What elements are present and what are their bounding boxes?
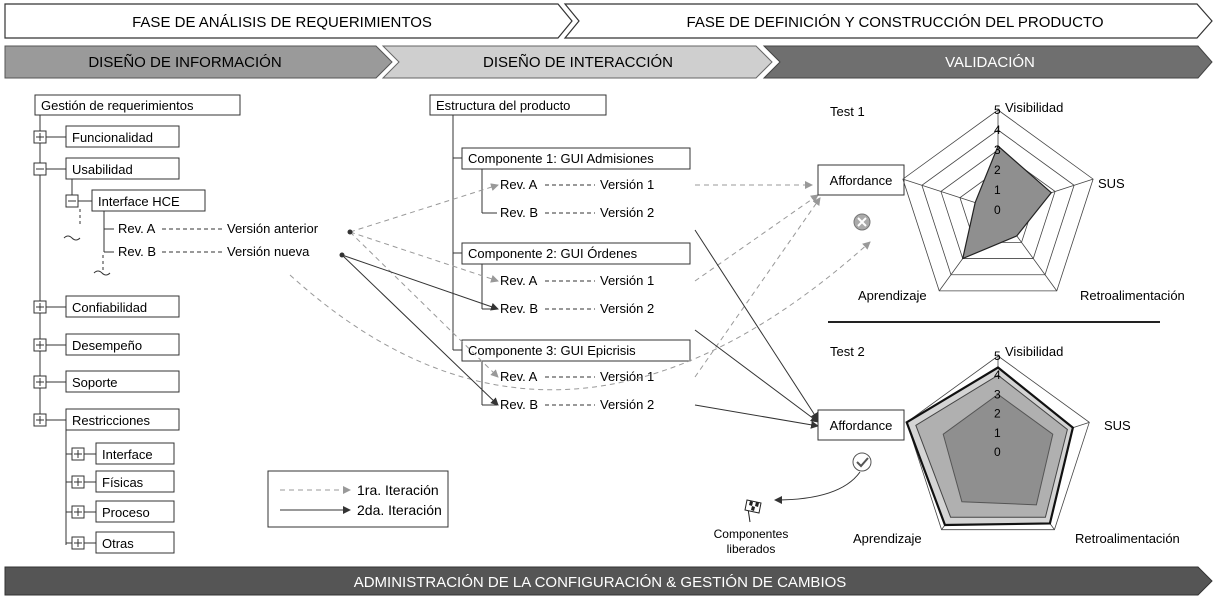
- stage-interaction-chevron: DISEÑO DE INTERACCIÓN: [381, 45, 773, 79]
- stage-validation-label: VALIDACIÓN: [945, 54, 1035, 71]
- radar-tick-0: 0: [994, 445, 1001, 459]
- first-iteration-arrows: [289, 181, 871, 391]
- checkered-flag-icon: [744, 499, 762, 523]
- radar-tick-4: 4: [994, 123, 1001, 137]
- c1-rev-a: Rev. A: [500, 177, 538, 192]
- stage-information-label: DISEÑO DE INFORMACIÓN: [88, 54, 281, 71]
- c1-v2: Versión 2: [600, 205, 654, 220]
- affordance-box-1: Affordance: [817, 164, 905, 196]
- released-label-2: liberados: [727, 542, 776, 556]
- req-proceso: Proceso: [102, 505, 150, 520]
- affordance-box-2: Affordance: [817, 409, 905, 441]
- c3-rev-b: Rev. B: [500, 397, 538, 412]
- radar-grid-ring: [921, 129, 1075, 276]
- radar-grid-ring: [940, 149, 1056, 259]
- stage-information-chevron: DISEÑO DE INFORMACIÓN: [4, 45, 393, 79]
- req-desempeno: Desempeño: [72, 338, 142, 353]
- radar-chart-test2: 0 1 2 3 4 5: [905, 349, 1090, 531]
- c3-v2: Versión 2: [600, 397, 654, 412]
- r1-retro: Retroalimentación: [1080, 288, 1185, 303]
- req-restricciones: Restricciones: [72, 413, 151, 428]
- test2-title: Test 2: [830, 344, 865, 359]
- stage-interaction-label: DISEÑO DE INTERACCIÓN: [483, 54, 673, 71]
- radar-tick-3: 3: [994, 143, 1001, 157]
- radar-tick-2: 2: [994, 163, 1001, 177]
- req-funcionalidad: Funcionalidad: [72, 130, 153, 145]
- product-boxes: [429, 94, 691, 362]
- c2-v2: Versión 2: [600, 301, 654, 316]
- product-root: Estructura del producto: [436, 98, 570, 113]
- component-1: Componente 1: GUI Admisiones: [468, 151, 654, 166]
- req-version-nueva: Versión nueva: [227, 244, 310, 259]
- product-tree: [452, 113, 595, 406]
- legend-first: 1ra. Iteración: [357, 482, 439, 498]
- r2-aprendizaje: Aprendizaje: [853, 531, 922, 546]
- req-rev-b: Rev. B: [118, 244, 156, 259]
- r1-sus: SUS: [1098, 176, 1125, 191]
- c3-v1: Versión 1: [600, 369, 654, 384]
- fail-icon: [853, 213, 871, 231]
- radar-series-3: [942, 393, 1054, 506]
- req-interface: Interface: [102, 447, 153, 462]
- req-otras: Otras: [102, 536, 134, 551]
- req-usabilidad: Usabilidad: [72, 162, 133, 177]
- c1-v1: Versión 1: [600, 177, 654, 192]
- req-rev-a: Rev. A: [118, 221, 156, 236]
- radar-grid-ring: [906, 355, 1090, 531]
- component-2: Componente 2: GUI Órdenes: [468, 246, 638, 261]
- req-soporte: Soporte: [72, 375, 118, 390]
- req-interface-hce: Interface HCE: [98, 194, 180, 209]
- radar-tick-1: 1: [994, 426, 1001, 440]
- req-confiabilidad: Confiabilidad: [72, 300, 147, 315]
- req-version-anterior: Versión anterior: [227, 221, 319, 236]
- check-icon: [852, 452, 872, 472]
- second-iteration-arrows: [341, 229, 819, 429]
- radar-tick-3: 3: [994, 387, 1001, 401]
- radar-tick-1: 1: [994, 183, 1001, 197]
- c2-rev-a: Rev. A: [500, 273, 538, 288]
- c2-rev-b: Rev. B: [500, 301, 538, 316]
- test1-title: Test 1: [830, 104, 865, 119]
- c3-rev-a: Rev. A: [500, 369, 538, 384]
- r2-retro: Retroalimentación: [1075, 531, 1180, 546]
- radar-grid-ring: [902, 109, 1094, 292]
- r1-aprendizaje: Aprendizaje: [858, 288, 927, 303]
- req-fisicas: Físicas: [102, 475, 144, 490]
- req-boxes: [34, 94, 241, 554]
- footer-bar: ADMINISTRACIÓN DE LA CONFIGURACIÓN & GES…: [4, 566, 1213, 596]
- radar-chart-test1: 0 1 2 3 4 5: [902, 103, 1094, 292]
- expand-icons[interactable]: [33, 130, 85, 550]
- legend-second: 2da. Iteración: [357, 502, 442, 518]
- phase-left-label: FASE DE ANÁLISIS DE REQUERIMIENTOS: [132, 14, 432, 31]
- c1-rev-b: Rev. B: [500, 205, 538, 220]
- legend: 1ra. Iteración 2da. Iteración: [267, 470, 449, 528]
- req-root: Gestión de requerimientos: [41, 98, 194, 113]
- radar-tick-0: 0: [994, 203, 1001, 217]
- svg-text:Affordance: Affordance: [830, 173, 893, 188]
- component-3: Componente 3: GUI Epicrisis: [468, 343, 636, 358]
- phase-right-label: FASE DE DEFINICIÓN Y CONSTRUCCIÓN DEL PR…: [686, 14, 1103, 31]
- released-label-1: Componentes: [714, 527, 789, 541]
- radar-tick-5: 5: [994, 103, 1001, 117]
- radar-tick-2: 2: [994, 407, 1001, 421]
- radar-tick-5: 5: [994, 349, 1001, 363]
- c2-v1: Versión 1: [600, 273, 654, 288]
- svg-text:Affordance: Affordance: [830, 418, 893, 433]
- radar-tick-4: 4: [994, 368, 1001, 382]
- r1-visibilidad: Visibilidad: [1005, 100, 1063, 115]
- r2-sus: SUS: [1104, 418, 1131, 433]
- phase-left-chevron: FASE DE ANÁLISIS DE REQUERIMIENTOS: [4, 3, 573, 39]
- stage-validation-chevron: VALIDACIÓN: [762, 45, 1213, 79]
- radar-series-1: [961, 144, 1053, 260]
- footer-label: ADMINISTRACIÓN DE LA CONFIGURACIÓN & GES…: [354, 574, 847, 591]
- phase-right-chevron: FASE DE DEFINICIÓN Y CONSTRUCCIÓN DEL PR…: [563, 3, 1213, 39]
- r2-visibilidad: Visibilidad: [1005, 344, 1063, 359]
